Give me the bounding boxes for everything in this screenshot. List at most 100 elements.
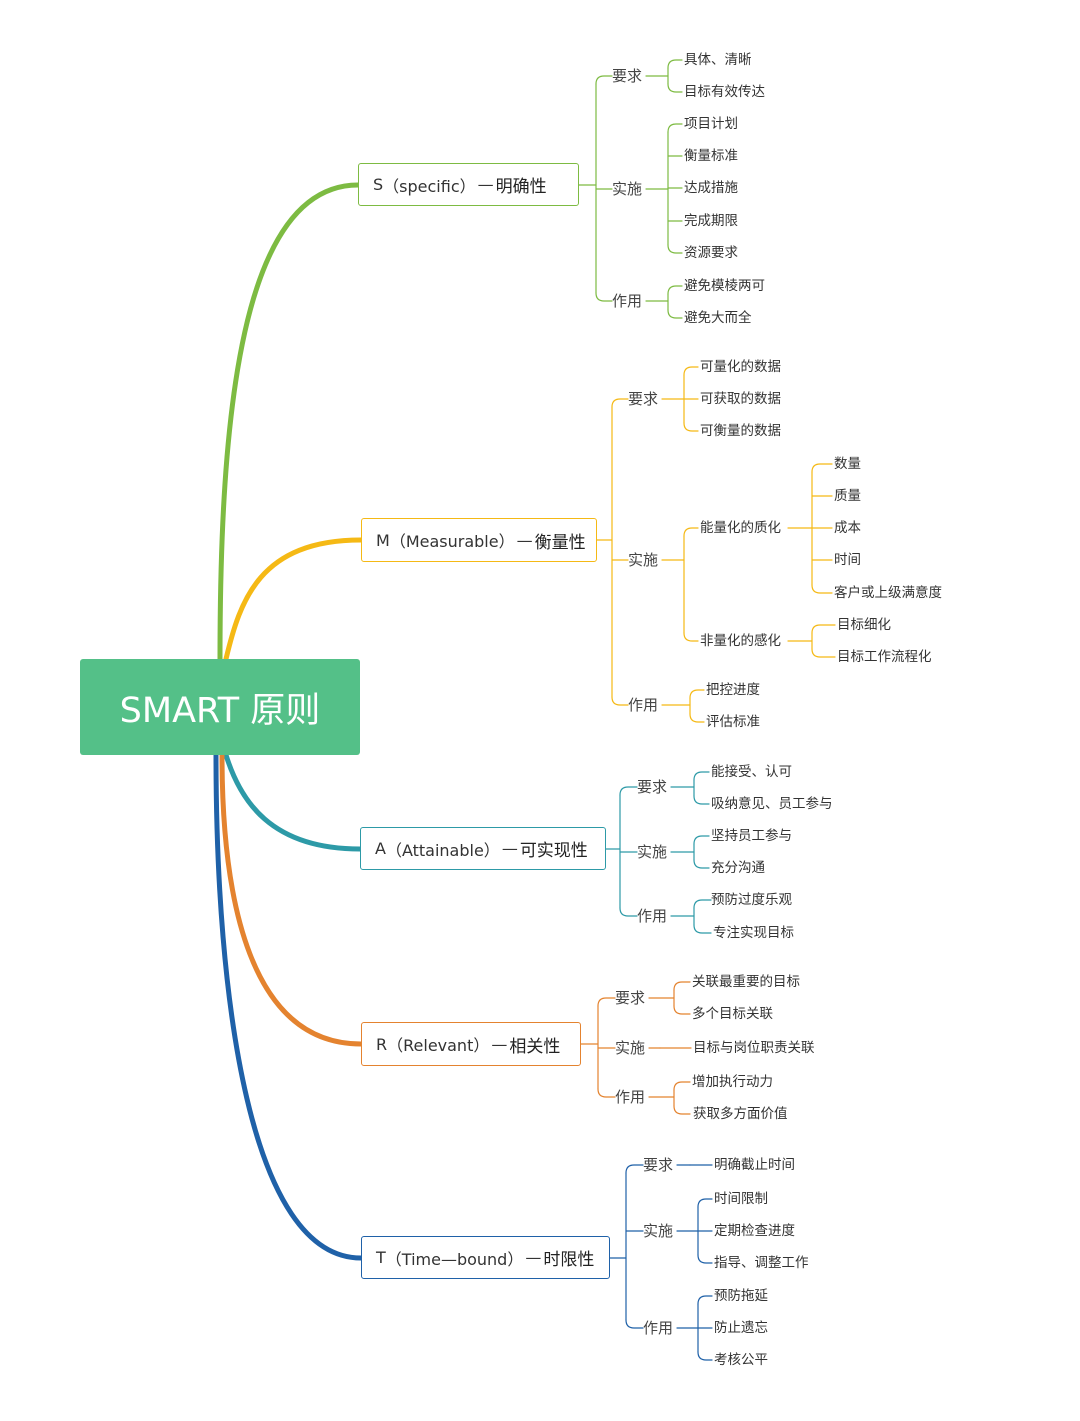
branch-letter: S [373, 175, 384, 194]
connector-branch [667, 83, 683, 93]
leaf-label: 可量化的数据 [700, 359, 781, 375]
connector-branch [595, 75, 613, 85]
connector-branch [619, 907, 638, 917]
branch-dash: — [516, 530, 533, 550]
branch-dash: — [477, 175, 494, 194]
connector-branch [683, 527, 699, 537]
leaf-label: 成本 [834, 520, 861, 536]
leaf-label: 具体、清晰 [684, 52, 752, 68]
connector-branch [619, 786, 638, 796]
leaf-label: 吸纳意见、员工参与 [711, 796, 833, 812]
connector-branch [811, 463, 833, 473]
connector-branch [693, 924, 712, 934]
connector-branch [667, 59, 683, 69]
connector-branch [673, 1105, 691, 1115]
connector-branch [697, 1295, 713, 1305]
connector-branch [693, 859, 710, 869]
connector-branch [697, 1254, 713, 1264]
connector-branch [611, 398, 629, 408]
leaf-label: 预防过度乐观 [711, 892, 792, 908]
branch-node-t[interactable]: T（Time—bound）—时限性 [361, 1236, 610, 1279]
branch-letter: T [376, 1248, 386, 1267]
category-label: 要求 [615, 989, 646, 1007]
connector-branch [689, 713, 705, 723]
category-label: 实施 [637, 843, 668, 861]
root-node[interactable]: SMART 原则 [80, 659, 360, 755]
connector-branch [673, 1081, 691, 1091]
connector-branch [625, 1319, 644, 1329]
category-label: 实施 [612, 180, 643, 198]
leaf-label: 目标有效传达 [684, 84, 765, 100]
category-label: 作用 [612, 292, 643, 310]
connector-branch [611, 696, 629, 706]
leaf-label: 资源要求 [684, 245, 738, 261]
connector-branch [667, 285, 683, 295]
branch-node-s[interactable]: S（specific）—明确性 [358, 163, 579, 206]
category-label: 要求 [637, 778, 668, 796]
branch-chinese: 可实现性 [519, 841, 588, 861]
connector-branch [595, 292, 613, 302]
category-label: 作用 [628, 696, 659, 714]
connector-branch [683, 422, 699, 432]
leaf-label: 目标与岗位职责关联 [693, 1040, 815, 1056]
leaf-label: 预防拖延 [714, 1288, 768, 1304]
connector-branch [597, 1088, 616, 1098]
connector-branch [597, 997, 616, 1007]
branch-english: （Attainable） [385, 840, 500, 860]
branch-letter: R [376, 1034, 388, 1054]
leaf-label: 衡量标准 [684, 148, 738, 164]
root-curve-s [217, 182, 361, 662]
leaf-label: 可获取的数据 [700, 391, 781, 407]
root-curve-r [219, 752, 364, 1047]
leaf-label: 可衡量的数据 [700, 423, 781, 439]
root-curve-m [223, 537, 364, 662]
branch-chinese: 衡量性 [534, 532, 586, 553]
branch-letter: A [375, 839, 386, 858]
connector-branch [697, 1351, 713, 1361]
branch-dash: — [501, 839, 518, 858]
leaf-label: 把控进度 [706, 682, 760, 698]
leaf-label: 增加执行动力 [692, 1074, 773, 1090]
category-label: 作用 [637, 907, 668, 925]
connector-branch [683, 366, 699, 376]
branch-chinese: 明确性 [495, 177, 547, 197]
leaf-label: 达成措施 [684, 180, 738, 196]
connector-branch [693, 795, 710, 805]
connector-branch [667, 244, 683, 254]
category-label: 要求 [628, 390, 659, 408]
subcategory-label: 非量化的感化 [700, 633, 781, 649]
leaf-label: 评估标准 [706, 714, 760, 730]
connector-branch [693, 771, 710, 781]
leaf-label: 完成期限 [684, 213, 738, 229]
branch-english: （Time—bound） [385, 1249, 524, 1269]
leaf-label: 质量 [834, 488, 861, 504]
leaf-label: 项目计划 [684, 116, 738, 132]
branch-chinese: 时限性 [543, 1250, 595, 1270]
connector-branch [697, 1198, 713, 1208]
leaf-label: 数量 [834, 456, 861, 472]
root-label: SMART 原则 [119, 690, 321, 731]
leaf-label: 时间限制 [714, 1191, 768, 1207]
connector-branch [689, 689, 705, 699]
category-label: 实施 [643, 1222, 674, 1240]
leaf-label: 防止遗忘 [714, 1320, 768, 1336]
branch-node-a[interactable]: A（Attainable）—可实现性 [360, 827, 606, 870]
connector-branch [811, 584, 833, 594]
category-label: 作用 [615, 1088, 646, 1106]
branch-chinese: 相关性 [509, 1036, 561, 1057]
category-label: 要求 [612, 67, 643, 85]
branch-dash: — [525, 1248, 542, 1267]
connector-branch [625, 1164, 644, 1174]
leaf-label: 指导、调整工作 [714, 1255, 809, 1271]
connector-branch [673, 1005, 691, 1015]
connector-branch [693, 899, 712, 909]
leaf-label: 明确截止时间 [714, 1157, 795, 1173]
leaf-label: 考核公平 [714, 1352, 768, 1368]
branch-dash: — [491, 1034, 508, 1054]
subcategory-label: 能量化的质化 [700, 520, 781, 536]
branch-english: （Measurable） [389, 532, 515, 551]
leaf-label: 能接受、认可 [711, 764, 792, 780]
branch-node-m[interactable]: M（Measurable）—衡量性 [361, 518, 597, 562]
branch-node-r[interactable]: R（Relevant）—相关性 [361, 1022, 581, 1066]
